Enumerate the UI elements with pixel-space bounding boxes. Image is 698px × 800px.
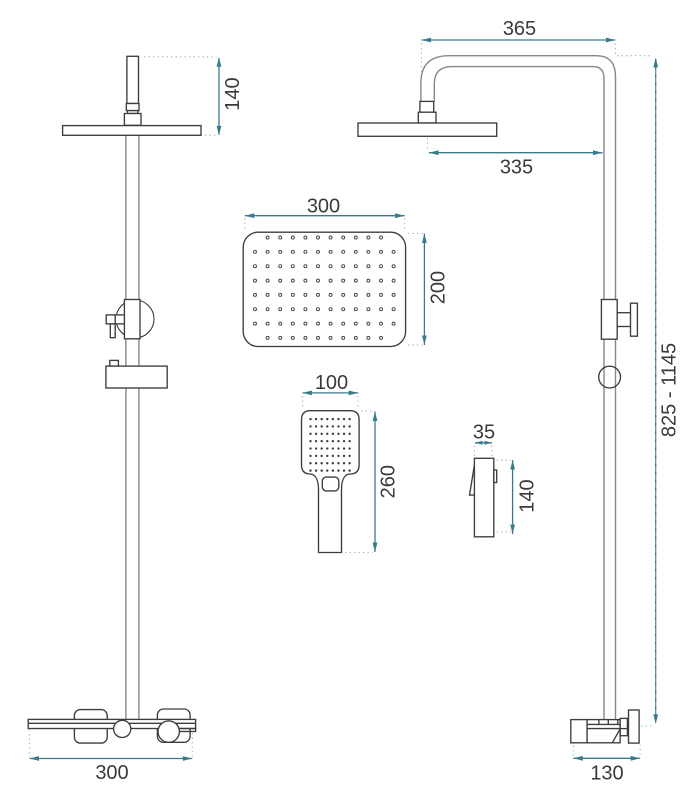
svg-text:35: 35 [473, 422, 495, 444]
svg-text:335: 335 [500, 157, 533, 179]
svg-text:130: 130 [590, 763, 623, 785]
svg-text:365: 365 [503, 18, 536, 40]
svg-text:140: 140 [222, 77, 244, 110]
svg-text:825 - 1145: 825 - 1145 [659, 343, 681, 437]
svg-text:300: 300 [307, 196, 340, 218]
svg-text:140: 140 [517, 479, 539, 512]
svg-text:100: 100 [315, 372, 348, 394]
svg-text:300: 300 [95, 762, 128, 784]
svg-text:200: 200 [428, 271, 450, 304]
svg-text:260: 260 [378, 465, 400, 498]
